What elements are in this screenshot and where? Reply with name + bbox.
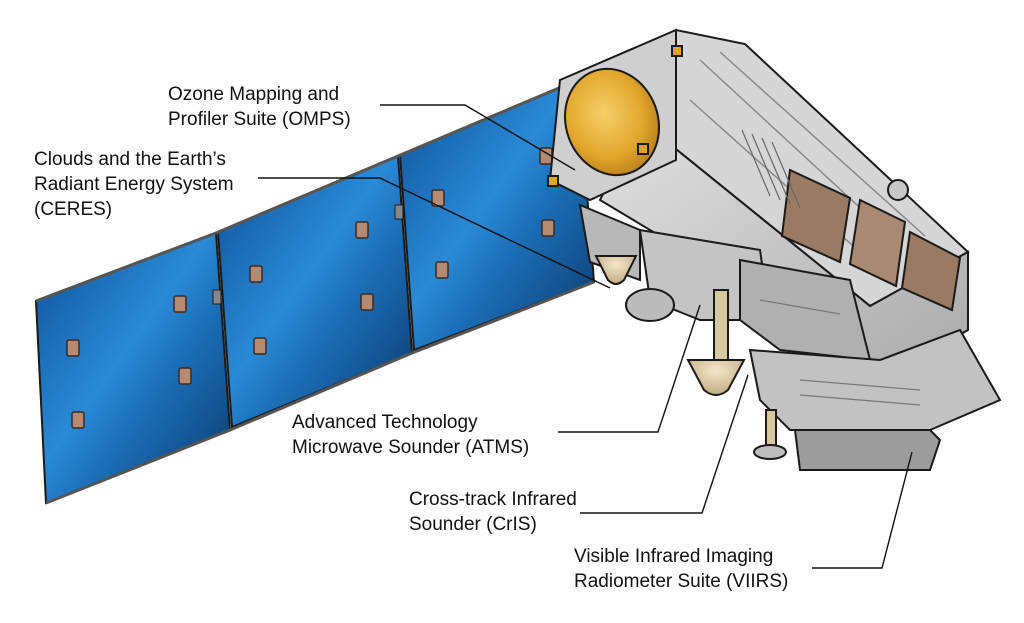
ceres-label-line2: Radiant Energy System (34, 174, 234, 195)
radiator-panel (780, 168, 852, 264)
viirs-baffle (793, 429, 942, 471)
leader-lines (258, 104, 913, 569)
atms-reflector (625, 288, 675, 322)
ceres-label: Clouds and the Earth’s Radiant Energy Sy… (34, 147, 234, 222)
omps-aperture (563, 67, 661, 177)
solar-panel-1 (34, 231, 232, 505)
viirs-label-line2: Radiometer Suite (VIIRS) (574, 571, 789, 592)
cris-label-line2: Sounder (CrIS) (409, 514, 537, 535)
spacecraft-bus (547, 28, 970, 382)
atms-label-line2: Microwave Sounder (ATMS) (292, 437, 530, 458)
cris-label-line1: Cross-track Infrared (409, 489, 577, 510)
atms-label: Advanced Technology Microwave Sounder (A… (292, 410, 529, 460)
leader-ceres (258, 177, 611, 289)
viirs-label: Visible Infrared Imaging Radiometer Suit… (574, 544, 788, 594)
ceres-label-line3: (CERES) (34, 199, 113, 220)
atms-label-line1: Advanced Technology (292, 412, 478, 433)
cris-label: Cross-track Infrared Sounder (CrIS) (409, 487, 577, 537)
panel-sensor-pads (66, 147, 555, 429)
leader-cris (580, 374, 749, 514)
viirs-label-line1: Visible Infrared Imaging (574, 546, 774, 567)
ceres-dome (594, 255, 638, 285)
omps-label-line1: Ozone Mapping and (168, 84, 340, 105)
omps-label: Ozone Mapping and Profiler Suite (OMPS) (168, 82, 351, 132)
leader-omps (380, 104, 576, 171)
solar-array (34, 78, 596, 505)
omps-label-line2: Profiler Suite (OMPS) (168, 109, 351, 130)
ceres-label-line1: Clouds and the Earth’s (34, 149, 226, 170)
leader-viirs (812, 451, 913, 569)
atms-antenna-dish (686, 359, 746, 396)
instrument-cluster (578, 203, 1002, 471)
leader-atms (558, 304, 701, 433)
viirs-body (748, 328, 1002, 431)
solar-panel-2 (216, 154, 414, 429)
